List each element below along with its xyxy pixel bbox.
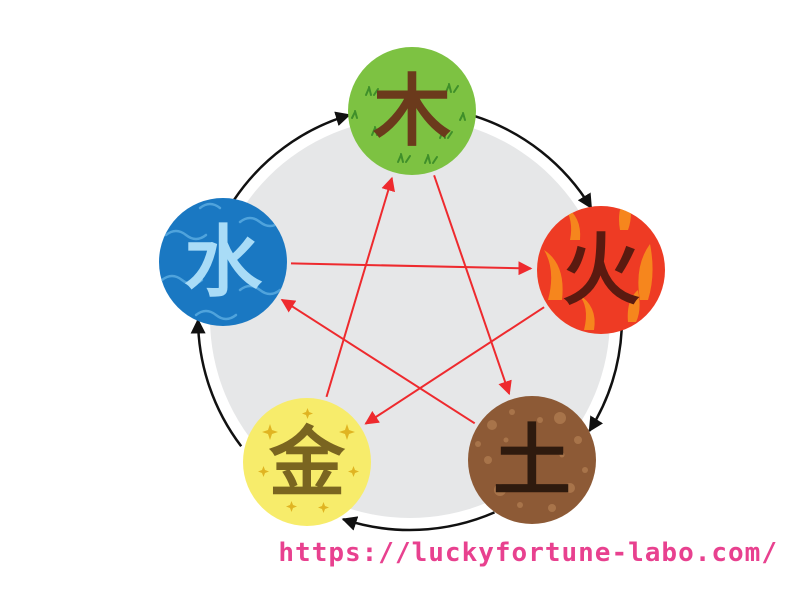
grass-icon <box>351 83 466 164</box>
element-earth: 土 <box>468 396 596 524</box>
metal-glyph: 金 <box>268 418 346 507</box>
control-arrow-metal-to-wood <box>325 176 395 398</box>
control-arrow-water-to-fire <box>290 261 533 276</box>
flame-icon <box>544 206 653 330</box>
element-fire: 火 <box>537 206 665 334</box>
water-glyph: 水 <box>184 217 263 308</box>
water-circle <box>159 198 287 326</box>
soil-spots-icon <box>475 409 588 512</box>
element-metal: 金 <box>243 398 371 526</box>
wave-icon <box>160 202 282 321</box>
cycle-arrow-wood-to-fire <box>474 114 593 210</box>
wood-circle <box>348 47 476 175</box>
controlling-cycle-arrows <box>280 174 545 425</box>
control-arrow-earth-to-water <box>280 298 476 425</box>
control-arrow-fire-to-metal <box>364 306 545 425</box>
fire-glyph: 火 <box>562 225 640 316</box>
element-water: 水 <box>159 198 287 326</box>
generating-cycle-arrows <box>190 111 623 532</box>
site-url-link[interactable]: https://luckyfortune-labo.com/ <box>278 538 778 568</box>
element-wood: 木 <box>348 47 476 175</box>
cycle-arrow-metal-to-water <box>190 318 243 448</box>
cycle-arrow-fire-to-earth <box>588 329 623 433</box>
sparkle-icon <box>258 408 359 513</box>
wood-glyph: 木 <box>373 66 451 157</box>
cycle-arrow-earth-to-metal <box>341 511 495 532</box>
earth-glyph: 土 <box>493 416 571 507</box>
metal-circle <box>243 398 371 526</box>
cycle-arrow-water-to-wood <box>232 111 351 201</box>
control-arrow-wood-to-earth <box>433 174 512 396</box>
